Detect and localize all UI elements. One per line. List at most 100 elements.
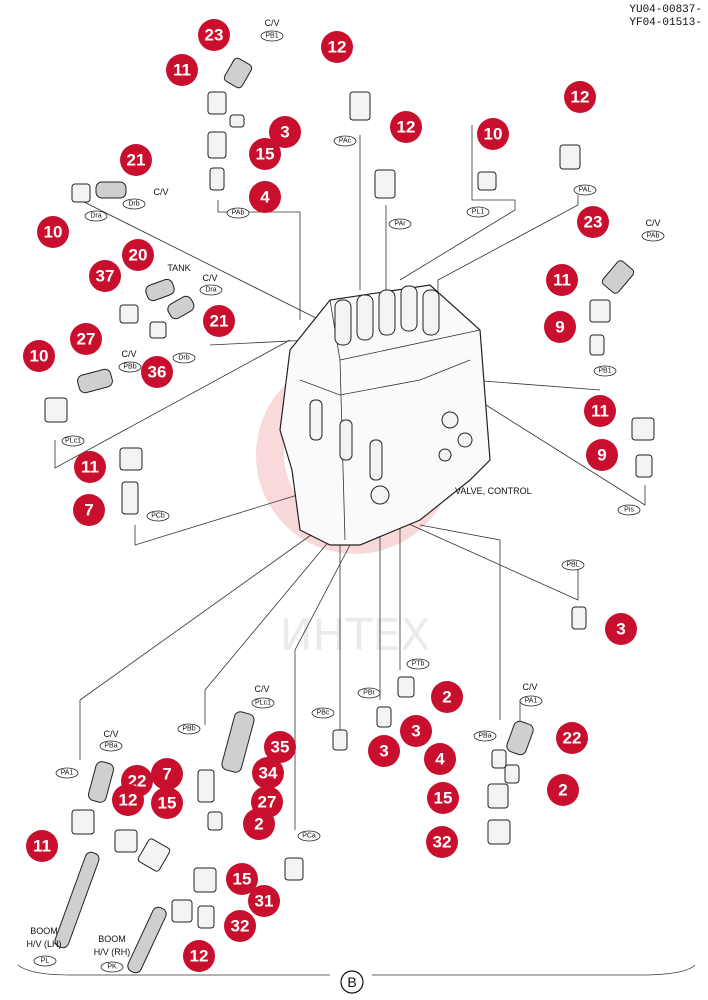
svg-text:11: 11 xyxy=(81,458,99,477)
callout: 7 xyxy=(151,758,183,790)
callout: 3 xyxy=(368,735,400,767)
hose-boom-lh xyxy=(54,851,100,949)
callout: 11 xyxy=(584,395,616,427)
callout: 35 xyxy=(264,731,296,763)
callout: 11 xyxy=(74,451,106,483)
svg-text:11: 11 xyxy=(33,837,51,856)
callout: 32 xyxy=(224,910,256,942)
port-label: PA1 xyxy=(55,767,79,779)
callout: 3 xyxy=(605,613,637,645)
port-label: PA1 xyxy=(519,695,543,707)
elbow-11-right-a xyxy=(589,299,611,323)
port-label: PAr xyxy=(388,218,412,230)
svg-text:2: 2 xyxy=(254,815,263,834)
svg-text:12: 12 xyxy=(328,38,347,57)
cv-label: C/V xyxy=(254,684,269,694)
port-label: Dra xyxy=(199,284,223,296)
leader-lines xyxy=(17,125,696,976)
svg-text:PA1: PA1 xyxy=(61,770,74,777)
callout: 2 xyxy=(431,681,463,713)
svg-text:21: 21 xyxy=(210,312,229,331)
plug-3-b xyxy=(376,706,392,728)
callout: 4 xyxy=(249,181,281,213)
tee-31 xyxy=(284,857,304,881)
port-label: PBa xyxy=(473,730,497,742)
elbow-12-b xyxy=(374,169,396,199)
adapter-9-right-a xyxy=(589,334,605,356)
svg-text:3: 3 xyxy=(280,123,289,142)
elbow-15-right xyxy=(487,783,509,809)
elbow-11-top xyxy=(207,91,227,115)
elbow-15-top xyxy=(207,131,227,159)
callout: 9 xyxy=(586,439,618,471)
port-label: PBa xyxy=(99,740,123,752)
callout: 10 xyxy=(37,216,69,248)
callouts: 23 11 3 15 4 12 12 12 10 21 10 20 37 21 … xyxy=(23,19,637,972)
svg-text:PBb: PBb xyxy=(123,364,136,371)
callout: 12 xyxy=(183,940,215,972)
svg-text:PAb: PAb xyxy=(647,233,660,240)
svg-text:B: B xyxy=(347,974,356,990)
plug-2-right xyxy=(504,764,520,784)
port-label: Drb xyxy=(172,352,196,364)
elbow-12-a xyxy=(349,91,371,121)
elbow-11-bottom xyxy=(71,809,95,835)
port-label: PBc xyxy=(311,707,335,719)
callout: 12 xyxy=(112,784,144,816)
connector-22-right xyxy=(506,720,534,756)
svg-text:PBc: PBc xyxy=(317,710,330,717)
tank-label: TANK xyxy=(167,263,190,273)
valve-label: VALVE, CONTROL xyxy=(455,486,532,496)
svg-text:PAr: PAr xyxy=(394,221,406,228)
port-label: PBL xyxy=(561,559,585,571)
callout: 11 xyxy=(26,830,58,862)
port-label: PK xyxy=(100,961,124,973)
callout: 32 xyxy=(426,826,458,858)
fittings xyxy=(44,57,655,974)
adapter-4-top xyxy=(209,167,225,191)
svg-text:Pis: Pis xyxy=(624,507,634,514)
port-label: PBb xyxy=(118,361,142,373)
callout: 7 xyxy=(73,494,105,526)
callout: 9 xyxy=(544,311,576,343)
svg-text:Dra: Dra xyxy=(205,287,216,294)
svg-text:3: 3 xyxy=(411,722,420,741)
callout: 4 xyxy=(424,743,456,775)
adapter-7-bottom xyxy=(197,769,215,803)
svg-text:37: 37 xyxy=(96,267,115,286)
fitting-23-top xyxy=(223,57,253,89)
svg-text:PLc1: PLc1 xyxy=(65,438,81,445)
svg-text:15: 15 xyxy=(256,145,275,164)
plug-3-top xyxy=(229,114,245,128)
svg-text:PBb: PBb xyxy=(182,726,195,733)
boom-rh-line2: H/V (RH) xyxy=(94,947,131,957)
svg-text:PLc1: PLc1 xyxy=(255,700,271,707)
watermark-text: ИНТЕХ xyxy=(280,610,431,661)
callout: 21 xyxy=(120,144,152,176)
callout: 22 xyxy=(556,722,588,754)
connector-22-left xyxy=(87,761,115,803)
callout: 11 xyxy=(166,54,198,86)
cv-label: C/V xyxy=(153,187,168,197)
svg-text:Dra: Dra xyxy=(90,213,101,220)
callout: 23 xyxy=(198,19,230,51)
elbow-10-left-top xyxy=(71,183,91,203)
callout: 15 xyxy=(151,787,183,819)
plug-32-bottom xyxy=(197,905,215,929)
svg-text:PBL: PBL xyxy=(566,562,579,569)
elbow-12-bottom xyxy=(171,899,193,923)
callout: 23 xyxy=(577,206,609,238)
cv-label: C/V xyxy=(202,273,217,283)
svg-text:34: 34 xyxy=(259,764,278,783)
callout: 12 xyxy=(321,31,353,63)
port-label: PL xyxy=(33,955,57,967)
callout: 11 xyxy=(546,264,578,296)
connector-21-mid xyxy=(167,295,195,320)
connector-27-left xyxy=(77,368,113,394)
port-label: Drb xyxy=(122,198,146,210)
port-label: PCb xyxy=(146,510,170,522)
adapter-9-right-b xyxy=(635,454,653,478)
port-label: PLc1 xyxy=(61,435,85,447)
svg-text:15: 15 xyxy=(434,789,453,808)
svg-text:31: 31 xyxy=(255,892,274,911)
